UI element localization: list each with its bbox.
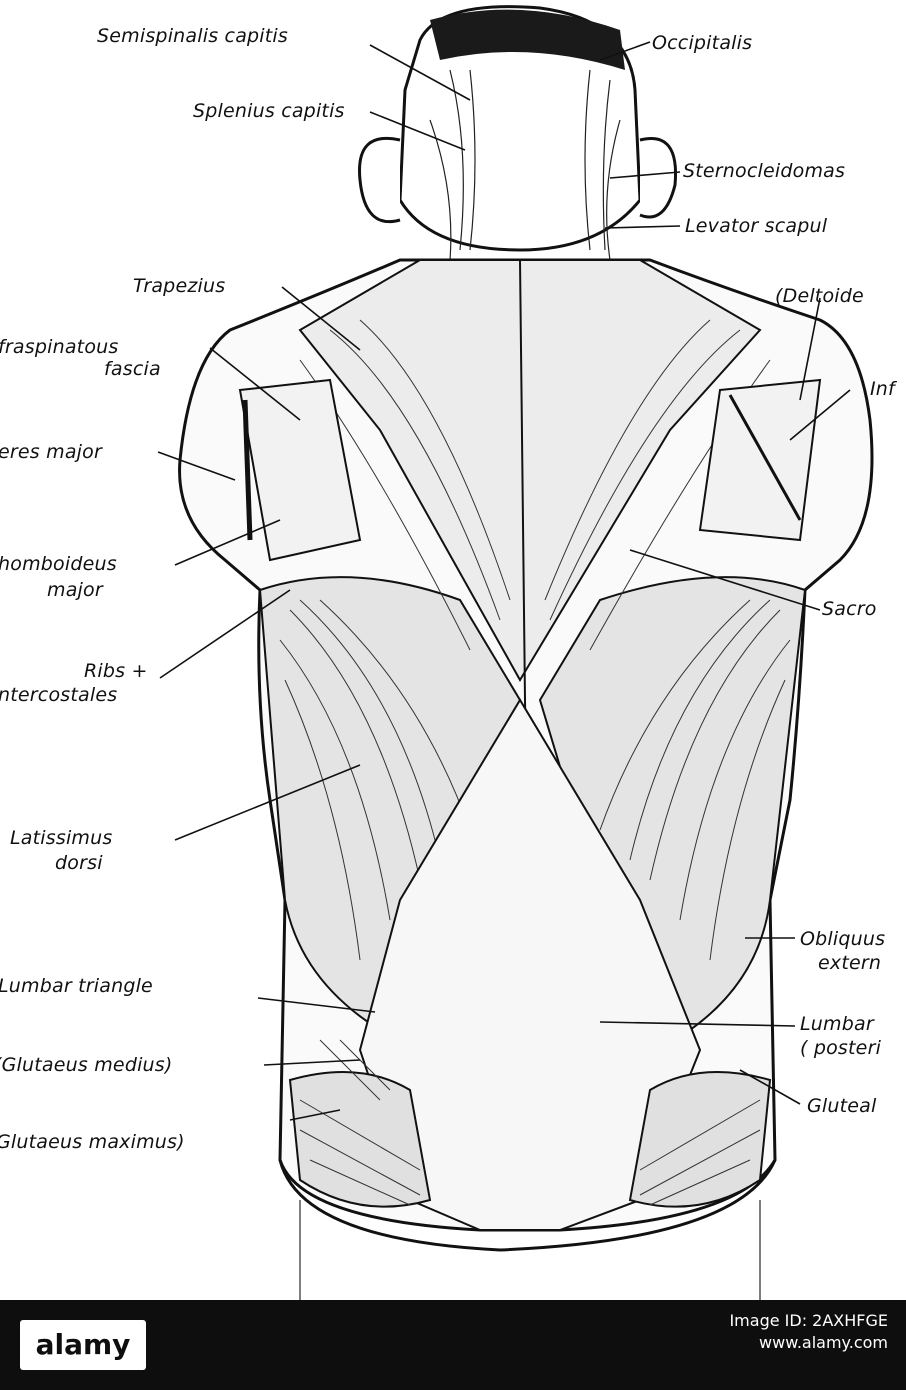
label-lumbar-triangle: Lumbar triangle — [0, 975, 153, 997]
anatomy-illustration: Semispinalis capitis Occipitalis Spleniu… — [0, 5, 895, 1300]
label-splenius-capitis: Splenius capitis — [193, 100, 345, 122]
left-ear — [358, 136, 401, 223]
label-infraspinatus-right: Inf — [870, 378, 895, 400]
label-sternocleidomastoid: Sternocleidomas — [683, 160, 846, 182]
label-levator-scapulae: Levator scapul — [685, 215, 828, 237]
alamy-logo[interactable]: alamy — [20, 1320, 146, 1370]
logo-text: alamy — [35, 1328, 131, 1361]
label-gluteal: Gluteal — [807, 1095, 877, 1117]
label-obliquus-externus-2: extern — [818, 952, 882, 974]
site-url-link[interactable]: www.alamy.com — [759, 1333, 888, 1352]
stock-footer-bar: alamy Image ID: 2AXHFGE www.alamy.com — [0, 1300, 906, 1390]
scapula-left — [238, 378, 362, 562]
trapezius-shape — [298, 259, 762, 682]
label-occipitalis: Occipitalis — [652, 32, 753, 54]
gluteal-right — [628, 1071, 772, 1208]
label-latissimus-dorsi-1: Latissimus — [10, 827, 113, 849]
label-glutaeus-medius: (Glutaeus medius) — [0, 1054, 173, 1076]
label-ribs-intercostales: ntercostales — [0, 684, 118, 706]
label-infraspinatous-fascia-2: fascia — [104, 358, 161, 380]
label-latissimus-dorsi-2: dorsi — [55, 852, 103, 874]
image-id-text: Image ID: 2AXHFGE — [729, 1311, 888, 1330]
back-muscles-drawing — [157, 5, 874, 1300]
label-ribs-1: Ribs + — [84, 660, 148, 682]
label-glutaeus-maximus: Glutaeus maximus) — [0, 1131, 185, 1153]
label-deltoid: (Deltoide — [775, 285, 864, 307]
label-infraspinatous-fascia-1: fraspinatous — [0, 336, 119, 358]
label-rhomboideus-major-1: homboideus — [0, 553, 117, 575]
footer-info: Image ID: 2AXHFGE www.alamy.com — [729, 1310, 888, 1354]
label-lumbar-fascia-1: Lumbar — [800, 1013, 874, 1035]
label-rhomboideus-major-2: major — [47, 579, 103, 601]
scapula-right — [698, 378, 822, 542]
gluteal-left — [288, 1071, 432, 1208]
label-trapezius: Trapezius — [133, 275, 226, 297]
right-ear — [639, 137, 678, 219]
latissimus-right — [538, 576, 807, 1032]
label-sacrospinalis: Sacro — [822, 598, 877, 620]
label-teres-major: eres major — [0, 441, 102, 463]
label-semispinalis-capitis: Semispinalis capitis — [97, 25, 289, 47]
label-lumbar-fascia-2: ( posteri — [800, 1037, 882, 1059]
label-obliquus-externus-1: Obliquus — [800, 928, 886, 950]
